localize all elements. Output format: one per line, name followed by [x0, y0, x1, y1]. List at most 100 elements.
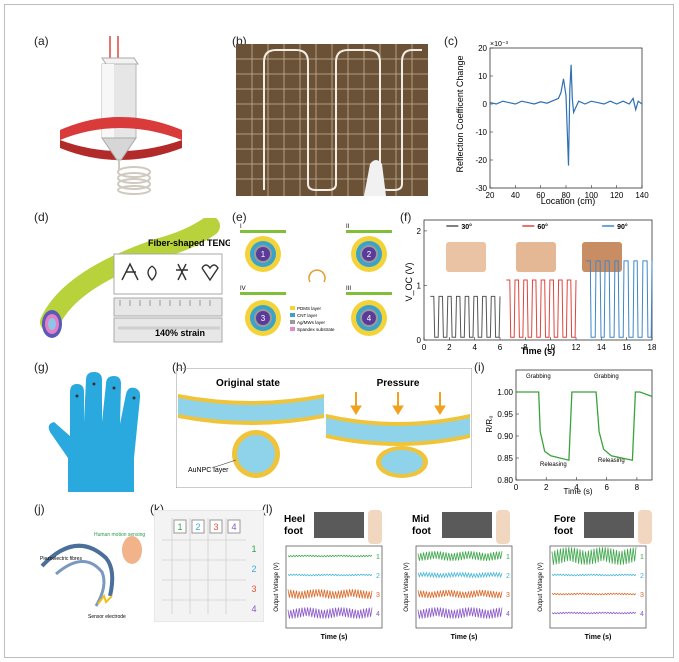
chart-l-trace-1-3: [417, 607, 503, 619]
cycle-legend: PDMS layer CNT layer Ag/MWs layer Spande…: [290, 306, 335, 332]
k-top-4: 4: [231, 522, 236, 532]
h-pressure-label: Pressure: [377, 378, 420, 389]
cycle-state-4: 3 IV: [240, 286, 286, 336]
chart-c-ytick-label-5: 20: [478, 44, 487, 53]
panel-label-e: (e): [232, 210, 247, 224]
chart-i-annot-rel1: Releasing: [540, 462, 567, 468]
chart-f-series-2: [586, 260, 653, 338]
cycle-state-3: 4 III: [346, 286, 392, 336]
mid-foot-group: Mid foot: [412, 510, 510, 544]
chart-c-ytick-label-4: 10: [478, 72, 487, 81]
chart-f-legend-label-0: 30°: [461, 223, 472, 231]
heel-title-1: Heel: [284, 514, 305, 525]
legend-spandex: Spandex substrate: [297, 327, 335, 332]
chart-l-channel-2-3: 4: [640, 611, 644, 618]
chart-i-plot-frame: [515, 369, 653, 481]
panel-label-f: (f): [400, 210, 412, 224]
chart-i-series-line: [516, 391, 653, 462]
chart-c-series-line: [489, 64, 643, 166]
pressure-schematic: Original state Pressure AuNPC layer: [176, 368, 472, 488]
chart-l-channel-0-1: 2: [376, 573, 380, 580]
k-top-3: 3: [213, 522, 218, 532]
chart-l-channel-0-0: 1: [376, 554, 380, 561]
chart-l-channel-1-0: 1: [506, 554, 510, 561]
chart-l-channel-2-1: 2: [640, 573, 644, 580]
legend-cnt: CNT layer: [297, 313, 318, 318]
cycle-state-1: 1 I: [240, 224, 286, 272]
chart-i-ytick-label-0: 0.80: [497, 476, 513, 485]
chart-l-frame-1: [415, 545, 513, 629]
chart-l-ylabel-2: Output Voltage (V): [538, 562, 544, 611]
chart-i-xtick-label-0: 0: [514, 483, 519, 492]
j-label-electrode: Sensor electrode: [88, 614, 126, 620]
chart-l-trace-2-1: [551, 573, 637, 577]
chart-l-trace-0-3: [287, 607, 373, 619]
chart-i-annot-grab1: Grabbing: [526, 374, 551, 380]
heel-title-2: foot: [284, 526, 304, 537]
chart-l-trace-1-2: [417, 589, 503, 599]
chart-l-frame-2: [549, 545, 647, 629]
fore-title-2: foot: [554, 526, 574, 537]
fiber-grid-photo: [236, 44, 428, 196]
mid-title-1: Mid: [412, 514, 429, 525]
nozzle-illustration: [60, 36, 182, 195]
j-label-fibres: Piezoelectric fibres: [40, 556, 82, 562]
cycle-step-1: 1: [261, 250, 266, 259]
chart-l-trace-2-2: [551, 592, 637, 596]
chart-f-xtick-label-2: 4: [472, 343, 477, 352]
chart-f-xtick-label-6: 12: [572, 343, 581, 352]
chart-f-xtick-label-9: 18: [648, 343, 657, 352]
chart-c-xtick-label-3: 80: [562, 191, 571, 200]
fiber-teng-illustration: Fiber-shaped TENG 140% strain: [40, 218, 230, 343]
chart-f-xlabel: Time (s): [521, 346, 555, 356]
glove-photo: [48, 372, 141, 492]
chart-i-ytick-label-4: 1.00: [497, 388, 513, 397]
chart-c-xlabel: Location (cm): [541, 196, 596, 206]
chart-c-xtick-label-4: 100: [585, 191, 599, 200]
chart-l-trace-2-0: [551, 547, 637, 565]
teng-strain: 140% strain: [155, 328, 205, 338]
chart-i-ylabel: R/R₀: [485, 415, 494, 432]
chart-c-ytick-label-0: -30: [475, 184, 487, 193]
piezo-illustration: Human motion sensing Piezoelectric fibre…: [40, 532, 145, 620]
chart-l-xlabel-1: Time (s): [451, 634, 478, 641]
chart-l-channel-2-2: 3: [640, 592, 644, 599]
chart-l-channel-1-2: 3: [506, 592, 510, 599]
chart-c-ytick-label-3: 0: [483, 100, 488, 109]
chart-f-xtick-label-7: 14: [597, 343, 606, 352]
fore-title-1: Fore: [554, 514, 576, 525]
legend-agnw: Ag/MWs layer: [297, 320, 326, 325]
chart-c-ytick-label-2: -10: [475, 128, 487, 137]
k-side-2: 2: [251, 564, 256, 574]
chart-i-xlabel: Time (s): [563, 487, 592, 496]
chart-f-legend-label-1: 60°: [537, 223, 548, 231]
chart-l-xlabel-2: Time (s): [585, 634, 612, 641]
chart-l-channel-0-3: 4: [376, 611, 380, 618]
chart-c-ytick-label-1: -20: [475, 156, 487, 165]
chart-f-series-1: [506, 279, 577, 338]
panel-label-c: (c): [444, 34, 458, 48]
chart-l-channel-1-3: 4: [506, 611, 510, 618]
h-original-label: Original state: [216, 378, 280, 389]
chart-l-ylabel-0: Output Voltage (V): [274, 562, 280, 611]
k-top-1: 1: [177, 522, 182, 532]
k-side-1: 1: [251, 544, 256, 554]
chart-l-trace-0-0: [287, 554, 373, 558]
chart-c-xtick-label-5: 120: [610, 191, 624, 200]
panel-label-i: (i): [474, 360, 485, 374]
chart-f-series-0: [430, 295, 501, 338]
cycle-step-4: 4: [367, 314, 372, 323]
fore-foot-group: Fore foot: [554, 510, 652, 544]
chart-l-channel-1-1: 2: [506, 573, 510, 580]
chart-l-frame-0: [285, 545, 383, 629]
legend-pdms: PDMS layer: [297, 306, 322, 311]
chart-c-xtick-label-0: 20: [486, 191, 495, 200]
chart-l-ylabel-1: Output Voltage (V): [404, 562, 410, 611]
panel-label-l: (l): [262, 502, 273, 516]
cycle-roman-1: I: [240, 224, 242, 230]
k-side-3: 3: [251, 584, 256, 594]
chart-c-xtick-label-6: 140: [635, 191, 649, 200]
k-side-4: 4: [251, 604, 256, 614]
chart-f-xtick-label-3: 6: [498, 343, 503, 352]
